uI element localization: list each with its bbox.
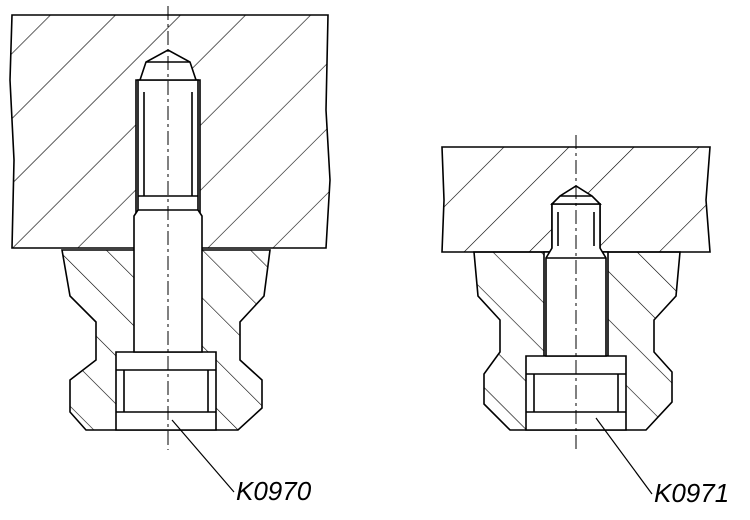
left-leader — [171, 419, 235, 493]
assembly-k0970 — [9, 6, 331, 493]
callout-k0971: K0971 — [654, 478, 729, 508]
right-leader — [595, 417, 653, 495]
callout-k0970: K0970 — [236, 476, 312, 506]
left-nut-pocket — [115, 351, 217, 431]
assembly-k0971 — [441, 135, 711, 495]
